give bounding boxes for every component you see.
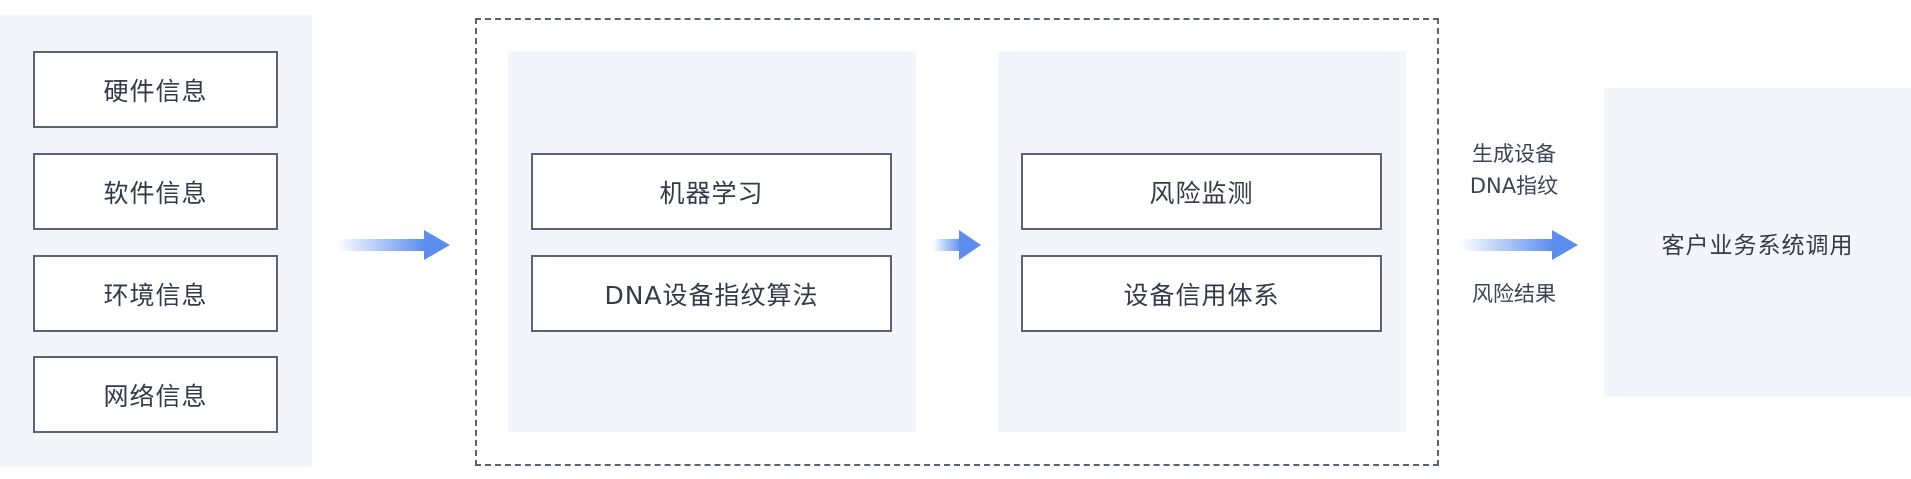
software-info-box: 软件信息 — [33, 153, 278, 230]
device-credit-system-label: 设备信用体系 — [1123, 280, 1280, 310]
core-engine-frame — [475, 18, 1439, 466]
dna-fingerprint-algorithm-label: DNA设备指纹算法 — [604, 280, 819, 310]
output-top-label: 生成设备 DNA指纹 — [1453, 138, 1575, 202]
risk-monitoring-label: 风险监测 — [1149, 178, 1254, 208]
hardware-info-label: 硬件信息 — [103, 76, 208, 106]
dna-fingerprint-algorithm-box: DNA设备指纹算法 — [531, 255, 892, 332]
client-business-system-panel: 客户业务系统调用 — [1604, 88, 1911, 397]
machine-learning-box: 机器学习 — [531, 153, 892, 230]
network-info-box: 网络信息 — [33, 356, 278, 433]
flow-arrow-icon — [1460, 230, 1578, 260]
flow-arrow-icon — [336, 230, 450, 260]
client-business-system-label: 客户业务系统调用 — [1661, 232, 1854, 259]
software-info-label: 软件信息 — [103, 178, 208, 208]
flow-arrow-icon — [933, 230, 981, 260]
network-info-label: 网络信息 — [103, 381, 208, 411]
risk-panel — [998, 51, 1406, 432]
algorithm-panel — [508, 51, 916, 432]
output-top-line1: 生成设备 — [1472, 142, 1556, 166]
risk-monitoring-box: 风险监测 — [1021, 153, 1382, 230]
environment-info-label: 环境信息 — [103, 280, 208, 310]
output-top-line2: DNA指纹 — [1469, 174, 1559, 198]
output-bottom-label: 风险结果 — [1472, 282, 1556, 306]
machine-learning-label: 机器学习 — [659, 178, 764, 208]
environment-info-box: 环境信息 — [33, 255, 278, 332]
hardware-info-box: 硬件信息 — [33, 51, 278, 128]
device-credit-system-box: 设备信用体系 — [1021, 255, 1382, 332]
